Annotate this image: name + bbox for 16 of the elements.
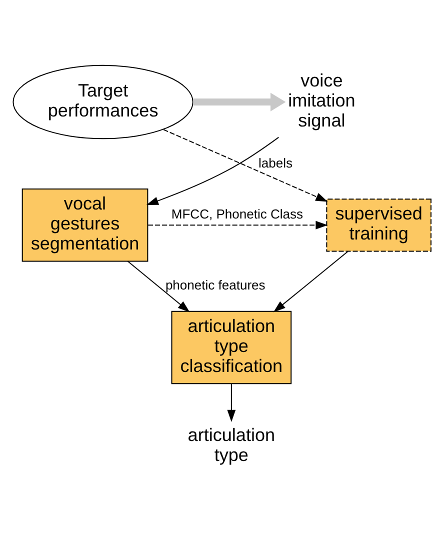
node-box: vocal gestures segmentation	[21, 188, 148, 262]
edge-label: labels	[258, 155, 292, 170]
arrow	[126, 260, 190, 312]
node-ellipse: Target performances	[12, 64, 193, 140]
edge-label: MFCC, Phonetic Class	[170, 206, 303, 222]
arrow	[272, 251, 348, 312]
node-box: articulation type classification	[170, 310, 292, 384]
arrow	[148, 220, 328, 230]
arrow	[162, 129, 328, 202]
arrow	[226, 384, 236, 422]
arrow	[146, 136, 278, 206]
arrow	[192, 92, 286, 112]
edge-label: phonetic features	[164, 278, 265, 293]
node-box: supervised training	[326, 198, 431, 252]
node-text: voice imitation signal	[288, 70, 355, 130]
node-text: articulation type	[187, 425, 275, 466]
